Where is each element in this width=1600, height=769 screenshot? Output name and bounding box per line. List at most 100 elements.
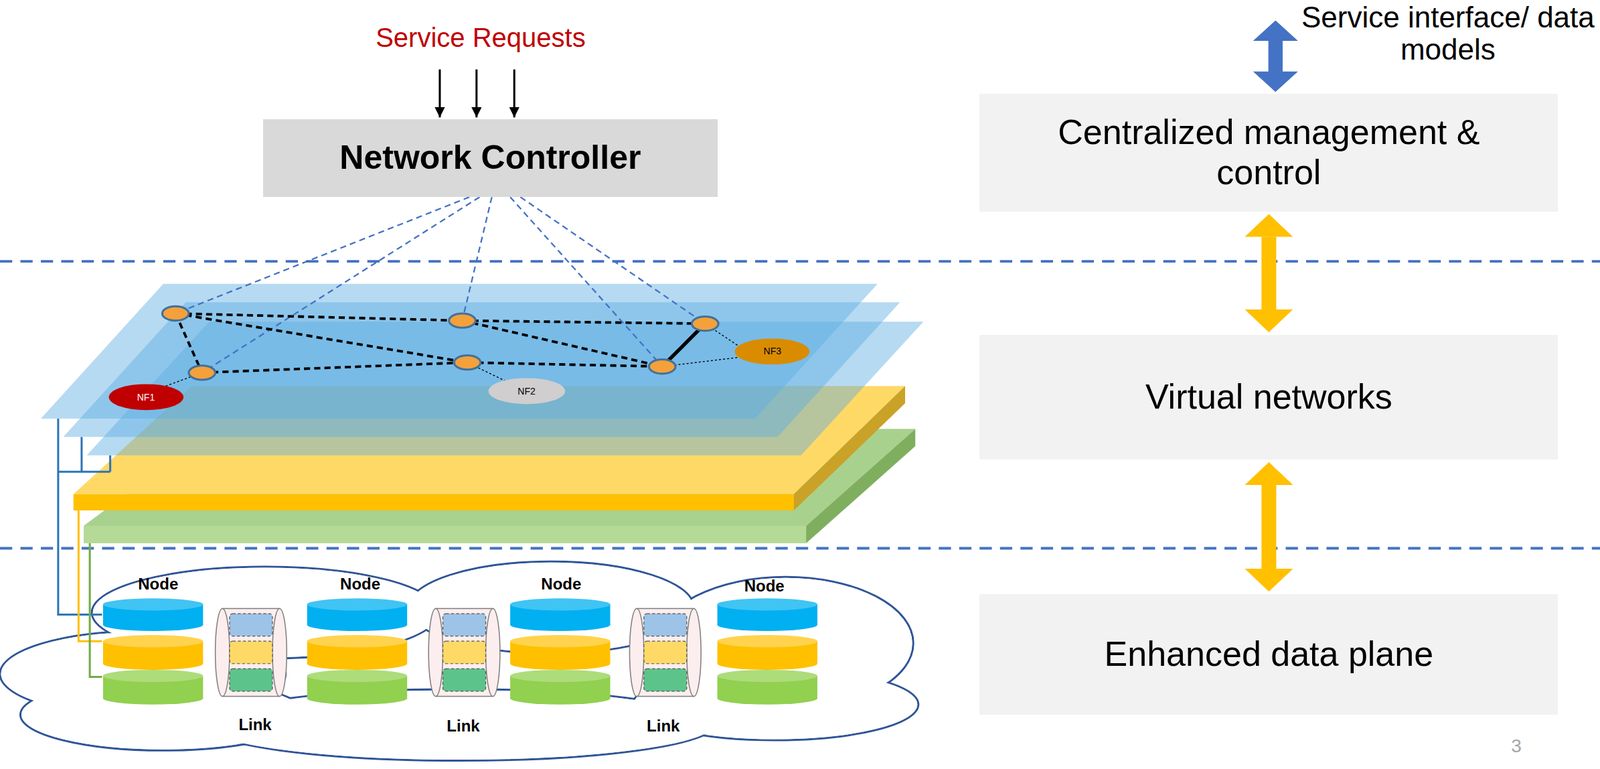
virtual-link <box>202 362 468 373</box>
link-slice <box>229 613 273 636</box>
virtual-node <box>648 359 676 374</box>
tube-end <box>486 607 501 696</box>
link-tube <box>428 607 501 696</box>
virtual-link <box>461 320 705 325</box>
node-caption: Node <box>137 575 179 593</box>
disk-layer <box>307 597 408 631</box>
wire <box>80 436 83 472</box>
request-arrow <box>438 69 441 118</box>
link-slice <box>644 668 687 691</box>
node-label: Enhanced data plane <box>1104 633 1434 675</box>
control-link <box>520 196 705 324</box>
node-label: Network Controller <box>339 138 641 178</box>
disk-layer <box>510 597 610 631</box>
wire <box>89 542 102 677</box>
tube-end <box>686 607 701 696</box>
layer-arrow <box>1261 236 1276 310</box>
tube-body <box>435 607 493 696</box>
disk-top <box>103 597 203 610</box>
network-function: NF2 <box>488 377 566 405</box>
virtual-link <box>175 313 203 373</box>
wire <box>109 455 112 472</box>
virtual-link <box>467 362 663 367</box>
request-arrow <box>513 69 516 118</box>
link-caption: Link <box>446 716 480 735</box>
divider-line <box>0 546 1600 550</box>
layer-box: Centralized management & control <box>979 93 1558 211</box>
network-function: NF3 <box>734 338 811 365</box>
disk-top <box>510 669 610 682</box>
link-tube <box>629 607 701 696</box>
control-link <box>461 196 492 320</box>
input-label: Service Requests <box>375 22 586 53</box>
tube-body <box>222 607 280 696</box>
link-caption: Link <box>646 716 680 735</box>
cloud <box>0 561 919 760</box>
tube-body <box>636 607 694 696</box>
layer-box: Enhanced data plane <box>979 593 1558 715</box>
disk-layer <box>103 669 203 705</box>
interface-label: Service interface/ data models <box>1300 1 1596 67</box>
disk-layer <box>510 634 610 670</box>
virtual-node <box>162 305 189 320</box>
interface-arrow <box>1253 20 1299 92</box>
function-ellipse-shape <box>108 384 184 411</box>
layer-arrow <box>1261 484 1276 569</box>
node-label: Virtual networks <box>1145 376 1393 418</box>
function-ellipse-shape <box>488 377 566 404</box>
request-arrow <box>475 69 478 118</box>
node-label: NF3 <box>763 345 782 357</box>
link-slice <box>443 668 487 691</box>
virtual-link <box>461 320 663 367</box>
data-plane-resources <box>103 597 818 705</box>
illustration-group <box>0 20 1600 760</box>
link-slice <box>443 640 487 664</box>
virtual-node <box>453 354 481 369</box>
virtual-links <box>175 313 705 373</box>
virtual-nodes <box>162 305 719 380</box>
node-caption: Node <box>340 575 381 593</box>
layer-box: Virtual networks <box>979 334 1558 460</box>
wire <box>58 418 103 615</box>
layer-wires <box>58 418 111 677</box>
disk-top <box>510 597 610 610</box>
disk-top <box>717 597 818 610</box>
wire <box>58 470 111 473</box>
virtual-node <box>449 313 476 328</box>
disk-top <box>717 634 818 647</box>
divider-line <box>0 259 1600 263</box>
node-label: NF2 <box>517 385 535 397</box>
disk-layer <box>103 634 203 670</box>
disk-layer <box>307 669 408 705</box>
controller-box: Network Controller <box>263 119 717 197</box>
link-slice <box>229 640 273 664</box>
virtual-node <box>691 316 719 331</box>
page-number: 3 <box>1510 735 1522 757</box>
function-ellipse-shape <box>735 338 811 365</box>
link-slice <box>229 668 273 691</box>
disk-top <box>103 669 203 682</box>
network-function: NF1 <box>108 383 185 411</box>
disk-layer <box>717 669 818 705</box>
tube-end <box>428 607 443 696</box>
link-slice <box>443 613 487 636</box>
link-tube <box>215 607 288 696</box>
link-slice <box>644 613 687 636</box>
disk-top <box>717 669 818 682</box>
tube-end <box>215 607 230 696</box>
node-label: NF1 <box>137 391 155 403</box>
control-link <box>510 196 663 367</box>
disk-layer <box>103 597 203 631</box>
tube-end <box>272 607 287 696</box>
control-links <box>175 196 705 373</box>
virtual-node <box>188 365 216 380</box>
disk-top <box>307 669 408 682</box>
node-caption: Node <box>744 577 785 595</box>
green-plane-edge <box>83 525 807 543</box>
disk-layer <box>717 597 818 631</box>
virtual-plane <box>40 283 878 419</box>
link-caption: Link <box>238 715 272 734</box>
disk-layer <box>510 669 610 705</box>
disk-top <box>307 634 408 647</box>
control-link <box>202 196 480 373</box>
